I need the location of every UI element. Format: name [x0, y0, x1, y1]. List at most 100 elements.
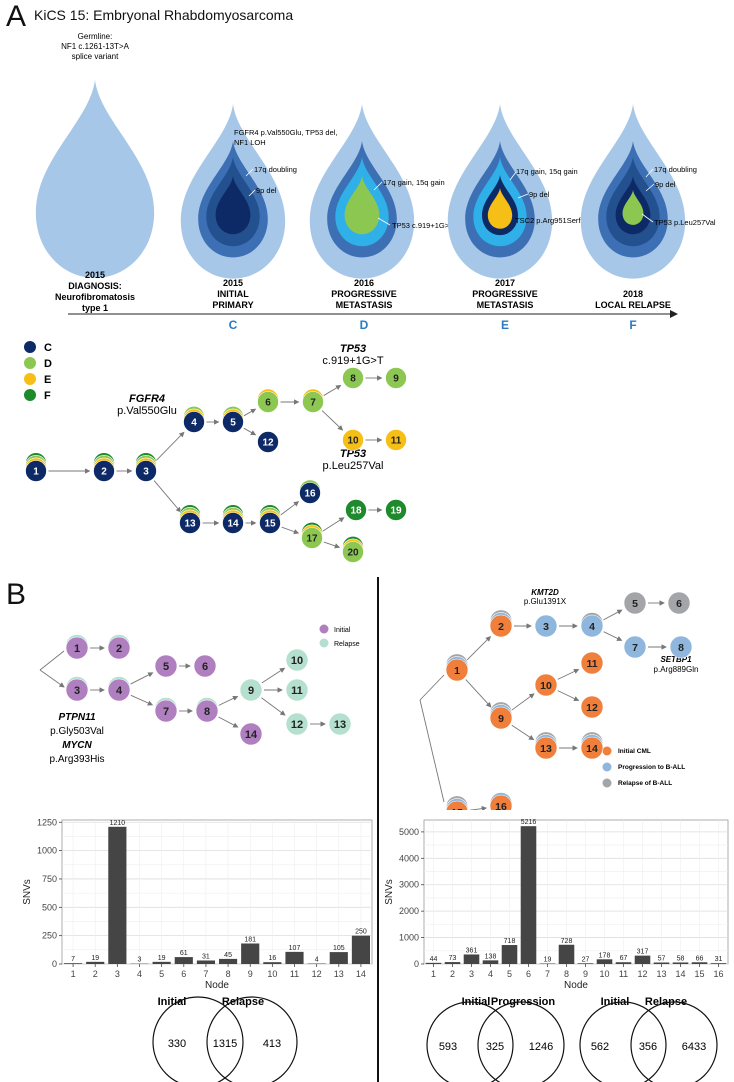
kmt2d-variant: p.Glu1391X	[524, 597, 567, 606]
tree-edge	[218, 716, 239, 728]
drop-c: FGFR4 p.Val550Glu, TP53 del, NF1 LOH 17q…	[180, 104, 338, 279]
timepoint-code-c: C	[229, 318, 238, 330]
c-label-4: 9p del	[256, 186, 277, 195]
bar	[444, 962, 461, 964]
bar	[285, 951, 304, 964]
bar-value-label: 250	[355, 929, 367, 936]
tree-node-label: 7	[310, 398, 316, 409]
bar	[196, 960, 216, 964]
legend-dot-e	[24, 373, 36, 385]
bar-value-label: 107	[289, 945, 301, 952]
tree-node-label: 15	[264, 519, 276, 530]
tree-node: 4	[107, 676, 131, 702]
tree-node: 2	[107, 634, 131, 660]
germline-label-1: Germline:	[78, 32, 113, 41]
bar-value-label: 57	[658, 955, 666, 962]
legend-label-initial: Initial	[334, 627, 351, 634]
b-right-mutations: KMT2D p.Glu1391X SETBP1 p.Arg889Gln	[524, 588, 699, 674]
tree-edge	[322, 517, 345, 532]
bar	[425, 962, 442, 964]
tree-node-label: 2	[116, 643, 122, 655]
tree-node: 6	[667, 591, 691, 615]
bar-value-label: 181	[244, 936, 256, 943]
drop-f: 17q doubling 9p del TP53 p.Leu257Val	[580, 104, 716, 279]
tree-node-label: 4	[116, 685, 123, 697]
plot-panel	[423, 819, 729, 965]
timepoint-code-d: D	[360, 318, 369, 330]
legend-label-f: F	[44, 390, 51, 402]
tree-node-label: 10	[347, 436, 359, 447]
tree-node: 14	[222, 504, 244, 534]
legend-label-c: C	[44, 342, 52, 354]
tree-node: 14	[580, 731, 604, 760]
tree-node-label: 5	[230, 418, 236, 429]
tree-node: 8	[342, 367, 364, 389]
venn-left-label-relapse: Relapse	[222, 996, 264, 1008]
bar	[672, 962, 689, 964]
bar-value-label: 1210	[110, 820, 126, 827]
b-right-edges	[419, 600, 667, 810]
tree-edge	[153, 480, 182, 513]
tree-node: 7	[623, 635, 647, 659]
tree-node-label: 6	[202, 661, 208, 673]
legend-dot-progression	[602, 762, 612, 772]
tree-node-label: 3	[74, 685, 80, 697]
y-tick-label: 5000	[399, 827, 419, 837]
tree-edge	[469, 805, 488, 810]
ptpn11-variant: p.Gly503Val	[50, 726, 104, 737]
tree-node: 8	[669, 635, 693, 659]
tree-node-label: 12	[291, 719, 303, 731]
x-tick-label: 7	[545, 969, 550, 979]
panel-a-letter: A	[6, 0, 27, 33]
bar	[108, 826, 127, 964]
tree-edge	[603, 631, 623, 641]
legend-label-initial-cml: Initial CML	[618, 748, 651, 755]
tree-node-label: 11	[586, 658, 597, 670]
legend-label-e: E	[44, 374, 51, 386]
bar-value-label: 718	[504, 938, 516, 945]
tree-node: 6	[193, 654, 217, 678]
b-left-legend: Initial Relapse	[319, 624, 360, 648]
panel-b-right-tree: KMT2D p.Glu1391X SETBP1 p.Arg889Gln Init…	[419, 588, 699, 810]
tree-node-label: 6	[265, 398, 271, 409]
tree-node: 1	[445, 653, 469, 682]
b-right-bar-chart: 0100020003000400050004417323613138471855…	[384, 819, 729, 991]
bar	[653, 962, 670, 964]
tree-edge	[603, 609, 623, 621]
venn1-circle-initial	[426, 1001, 514, 1082]
tree-node: 3	[135, 452, 157, 482]
tree-node: 5	[623, 591, 647, 615]
e-label-2: 9p del	[529, 190, 550, 199]
f-label-1: 17q doubling	[654, 165, 697, 174]
panel-b-letter: B	[6, 578, 27, 611]
bar-value-label: 31	[202, 953, 210, 960]
legend-dot-relapse-ball	[602, 778, 612, 788]
tree-node: 9	[385, 367, 407, 389]
timepoint-3: 2016 PROGRESSIVE METASTASIS	[331, 278, 397, 310]
tree-node: 10	[534, 673, 558, 697]
legend-label-d: D	[44, 358, 52, 370]
tree-node: 18	[345, 499, 367, 521]
d-label-2: TP53 c.919+1G>T	[392, 221, 454, 230]
tree-node-label: 17	[306, 534, 318, 545]
tree-edge	[279, 501, 300, 516]
bar-value-label: 728	[561, 938, 573, 945]
tree-node-label: 10	[540, 680, 552, 692]
x-tick-label: 9	[248, 969, 253, 979]
venn-left-circle-initial	[152, 996, 244, 1082]
tree-edge	[557, 690, 580, 702]
tree-node-label: 13	[334, 719, 346, 731]
x-tick-label: 1	[431, 969, 436, 979]
timepoint-4: 2017 PROGRESSIVE METASTASIS	[472, 278, 538, 310]
tree-edge	[321, 410, 344, 431]
bar-value-label: 19	[544, 956, 552, 963]
tree-node: 13	[534, 731, 558, 760]
bar-value-label: 66	[696, 955, 704, 962]
y-axis-label: SNVs	[384, 879, 395, 905]
timepoint-2-line-3: PRIMARY	[212, 300, 253, 310]
panel-b-left-tree: Initial Relapse PTPN11 p.Gly503Val MYCN …	[39, 624, 360, 765]
bar	[710, 963, 727, 964]
tree-node-label: 12	[262, 438, 274, 449]
